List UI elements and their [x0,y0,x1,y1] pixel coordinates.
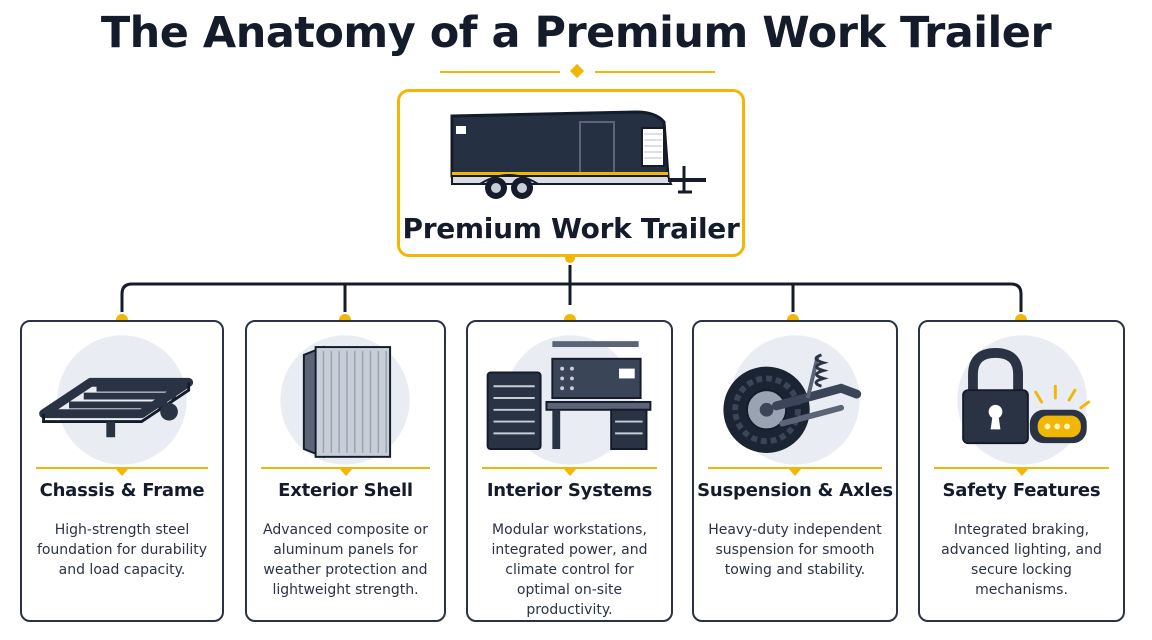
trailer-icon [450,110,706,199]
card-description: Advanced composite or aluminum panels fo… [262,522,428,598]
wheel-suspension-icon [723,335,862,465]
card-title: Chassis & Frame [39,480,205,501]
card-title: Safety Features [942,480,1101,501]
padlock-light-icon [957,335,1091,465]
panels-icon [280,335,410,465]
card-interior-systems: Interior Systems Modular workstations, i… [466,320,673,622]
card-description: Integrated braking, advanced lighting, a… [941,522,1102,598]
workstation-icon [486,335,652,465]
title-ornament [440,63,715,80]
card-title: Interior Systems [486,480,653,501]
card-exterior-shell: Exterior Shell Advanced composite or alu… [245,320,446,622]
card-description: High-strength steel foundation for durab… [36,522,208,578]
hub-card: Premium Work Trailer [397,89,745,257]
card-chassis-frame: Chassis & Frame High-strength steel foun… [20,320,224,622]
card-description: Heavy-duty independent suspension for sm… [708,522,882,578]
hub-label: Premium Work Trailer [402,212,740,245]
card-description: Modular workstations, integrated power, … [491,522,648,618]
card-suspension-axles: Suspension & Axles Heavy-duty independen… [692,320,898,622]
card-title: Suspension & Axles [697,480,893,501]
card-title: Exterior Shell [278,480,413,501]
chassis-frame-icon [39,335,194,465]
page-title: The Anatomy of a Premium Work Trailer [100,8,1052,58]
card-safety-features: Safety Features Integrated braking, adva… [918,320,1125,622]
